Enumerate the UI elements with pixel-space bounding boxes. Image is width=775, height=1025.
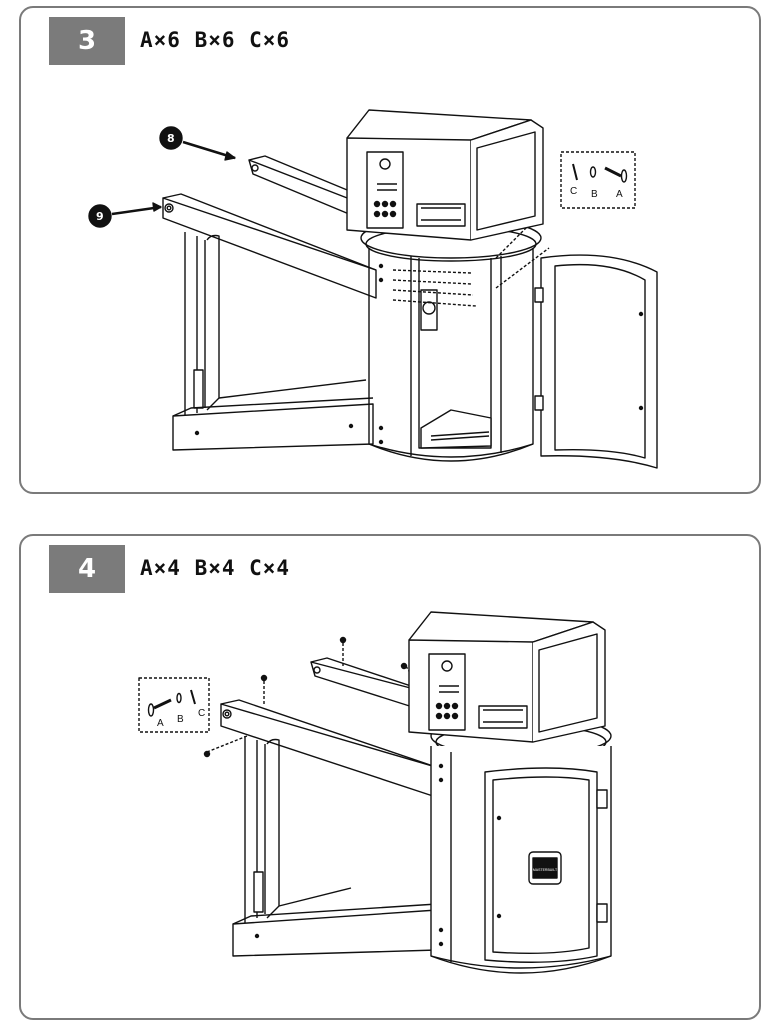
brand-badge-text: MASTERBUILT <box>533 868 558 872</box>
svg-text:8: 8 <box>167 132 175 145</box>
front-side-rail <box>220 699 440 799</box>
hardware-label-a: A <box>157 718 164 729</box>
hardware-label-c: C <box>570 186 577 197</box>
hardware-detail-box: A B C <box>138 677 210 733</box>
callout-8: 8 <box>159 126 236 161</box>
side-frame <box>172 232 374 451</box>
step-number-badge: 3 <box>49 17 125 65</box>
step-number: 4 <box>77 554 97 584</box>
parts-count: A×6 B×6 C×6 <box>140 28 291 52</box>
cylinder-cabinet <box>360 217 542 462</box>
step-number-badge: 4 <box>49 545 125 593</box>
step-4-illustration: A B C <box>138 611 612 974</box>
hardware-label-c: C <box>198 708 205 719</box>
cabinet-door <box>534 254 658 469</box>
step-4-panel: 4 A×4 B×4 C×4 A B C <box>19 534 761 1020</box>
hardware-label-b: B <box>177 714 184 725</box>
step-3-panel: 3 A×6 B×6 C×6 <box>19 6 761 494</box>
front-side-rail <box>162 193 377 299</box>
controller-head <box>408 611 606 743</box>
parts-count: A×4 B×4 C×4 <box>140 556 291 580</box>
controller-head <box>346 109 544 241</box>
step-number: 3 <box>77 26 97 56</box>
hardware-label-a: A <box>616 189 623 200</box>
side-frame <box>232 736 438 957</box>
callout-9: 9 <box>88 202 162 228</box>
brand-badge: MASTERBUILT <box>528 851 562 885</box>
screws-exploded <box>392 212 550 307</box>
svg-text:9: 9 <box>96 210 104 223</box>
step-3-illustration: C B A 8 9 <box>88 109 658 469</box>
hardware-detail-box: C B A <box>560 151 636 209</box>
hardware-label-b: B <box>591 189 598 200</box>
